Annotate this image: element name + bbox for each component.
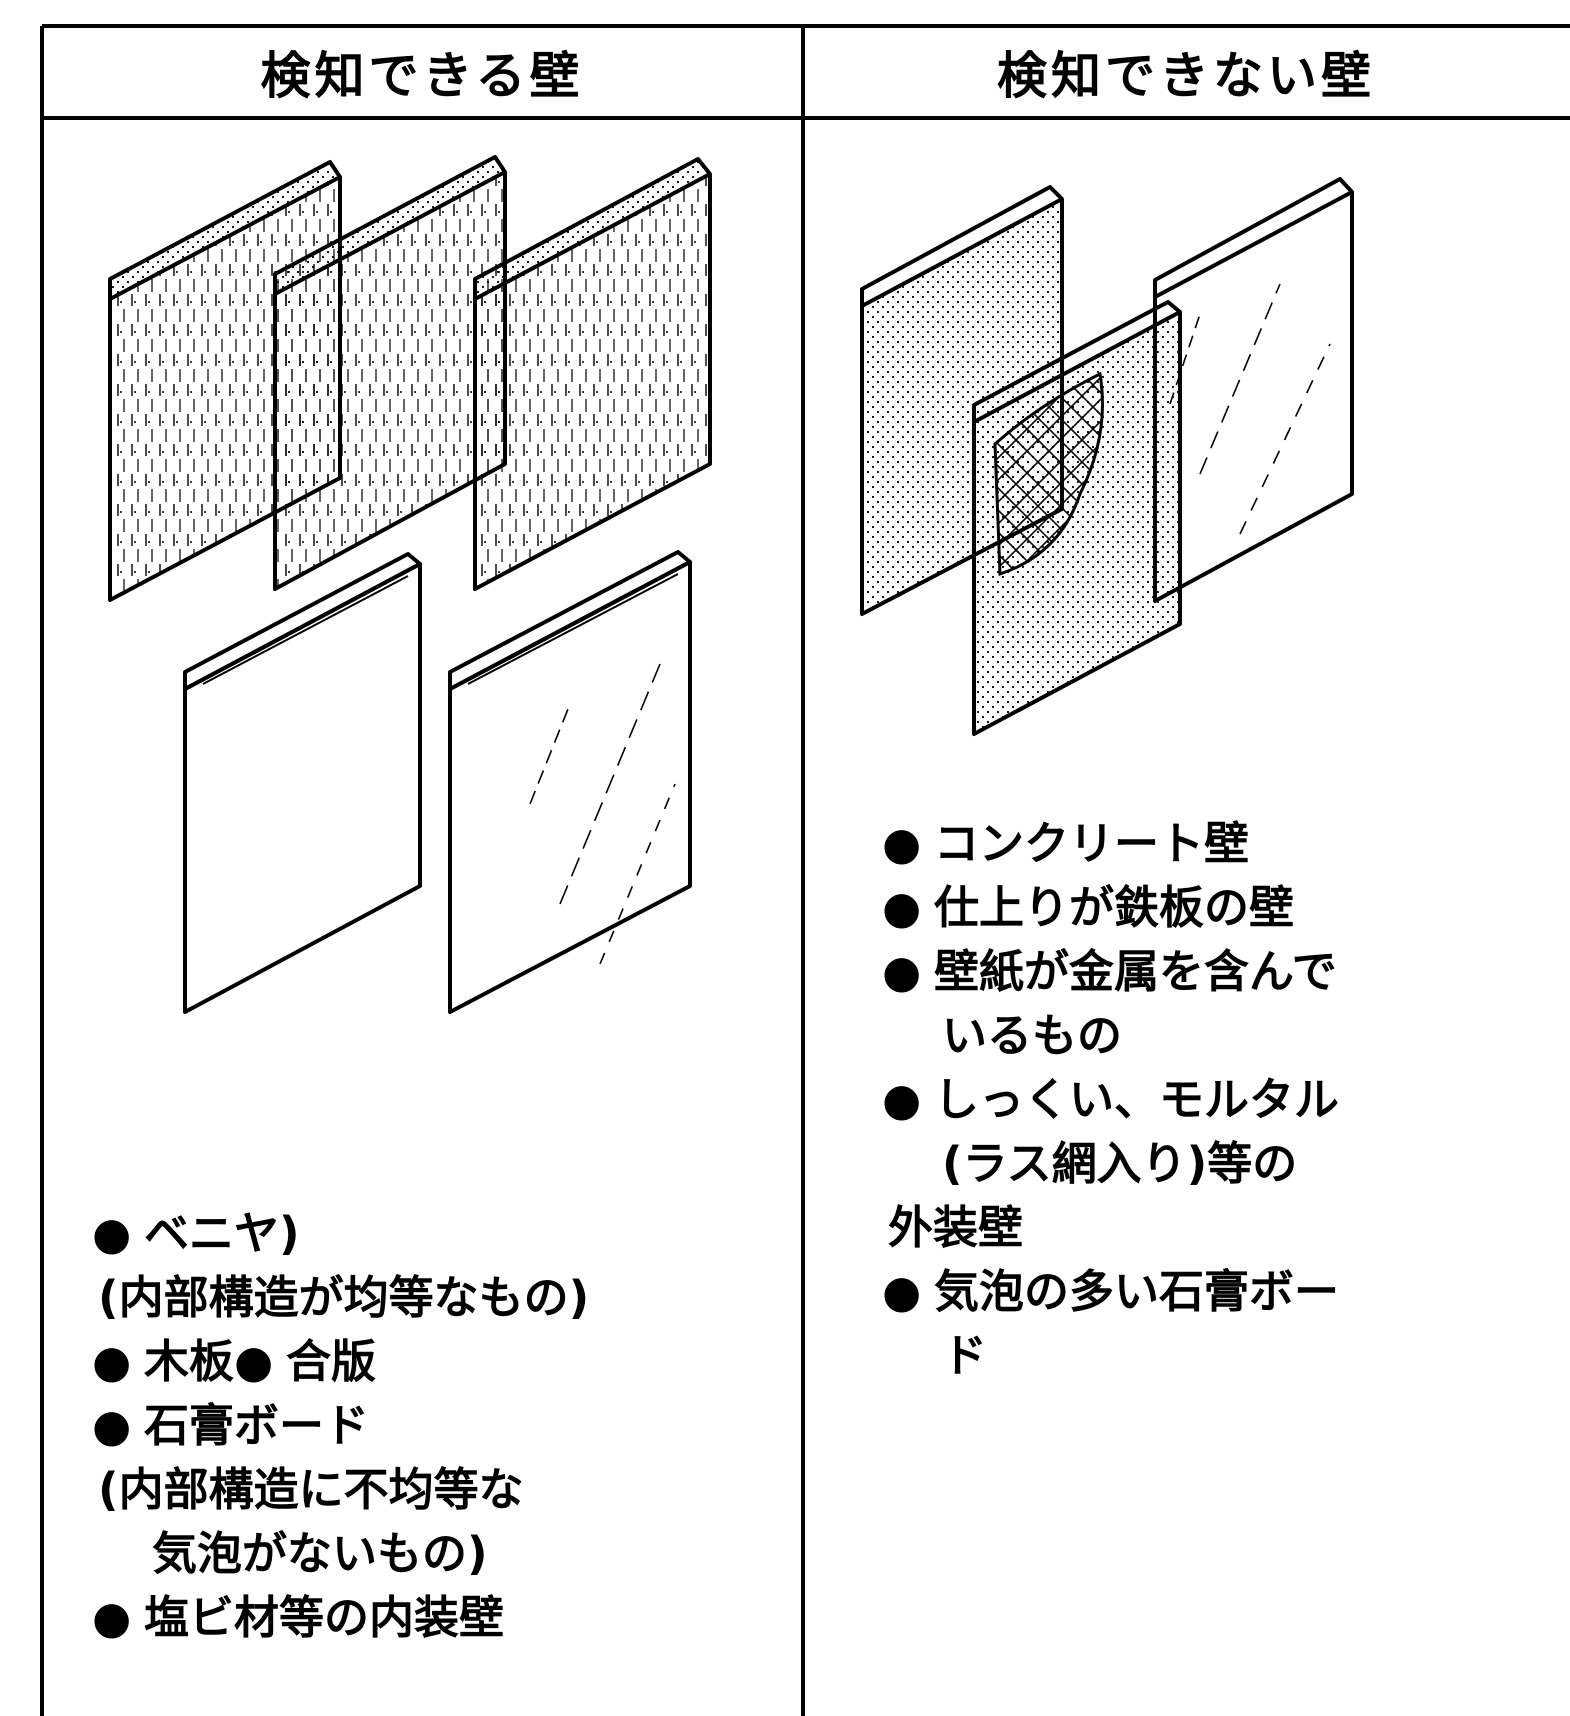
bullet-icon: ● bbox=[92, 1335, 132, 1388]
panel-steel bbox=[1153, 177, 1354, 603]
list-item-text: いるもの bbox=[942, 1009, 1123, 1062]
bullet-icon: ● bbox=[882, 817, 922, 870]
list-item-text: (内部構造に不均等な bbox=[98, 1463, 524, 1516]
list-item-text: しっくい、モルタル bbox=[934, 1073, 1340, 1126]
panel-plain-interior bbox=[183, 552, 422, 1014]
bullet-icon: ● bbox=[882, 1265, 922, 1318]
list-item: ●石膏ボード bbox=[92, 1394, 792, 1458]
list-item: (内部構造に不均等な bbox=[92, 1458, 792, 1522]
list-item-text: 合版 bbox=[286, 1335, 377, 1388]
list-item: ●塩ビ材等の内装壁 bbox=[92, 1586, 792, 1650]
detectable-walls-list: ●ベニヤ)(内部構造が均等なもの)●木板●合版●石膏ボード(内部構造に不均等な気… bbox=[92, 1202, 792, 1650]
list-item: ド bbox=[882, 1324, 1562, 1388]
list-item-text: ド bbox=[942, 1329, 988, 1382]
list-item: 外装壁 bbox=[882, 1196, 1562, 1260]
list-item-text: 気泡がないもの) bbox=[152, 1527, 488, 1580]
bullet-icon: ● bbox=[882, 1073, 922, 1126]
bullet-icon: ● bbox=[92, 1399, 132, 1452]
list-item: ●気泡の多い石膏ボー bbox=[882, 1260, 1562, 1324]
list-item: ●仕上りが鉄板の壁 bbox=[882, 876, 1562, 940]
list-item: 気泡がないもの) bbox=[92, 1522, 792, 1586]
list-item: ●コンクリート壁 bbox=[882, 812, 1562, 876]
bullet-icon: ● bbox=[234, 1335, 274, 1388]
undetectable-walls-list: ●コンクリート壁●仕上りが鉄板の壁●壁紙が金属を含んでいるもの●しっくい、モルタ… bbox=[882, 812, 1562, 1388]
header-undetectable: 検知できない壁 bbox=[997, 47, 1375, 105]
list-item-text: 外装壁 bbox=[888, 1201, 1024, 1254]
list-item: (ラス網入り)等の bbox=[882, 1132, 1562, 1196]
list-item: ●木板●合版 bbox=[92, 1330, 792, 1394]
table-frame bbox=[40, 24, 1570, 1716]
list-item-text: 壁紙が金属を含んで bbox=[934, 945, 1337, 998]
panel-mortar-lath bbox=[972, 300, 1182, 736]
header-detectable: 検知できる壁 bbox=[260, 47, 584, 105]
bullet-icon: ● bbox=[92, 1591, 132, 1644]
list-item-text: 石膏ボード bbox=[144, 1399, 370, 1452]
bullet-icon: ● bbox=[882, 945, 922, 998]
list-item-text: 塩ビ材等の内装壁 bbox=[144, 1591, 505, 1644]
list-item: (内部構造が均等なもの) bbox=[92, 1266, 792, 1330]
list-item-text: (内部構造が均等なもの) bbox=[98, 1271, 590, 1324]
list-item: ●ベニヤ) bbox=[92, 1202, 792, 1266]
bullet-icon: ● bbox=[92, 1207, 132, 1260]
list-item-text: 気泡の多い石膏ボー bbox=[934, 1265, 1340, 1318]
list-item: ●壁紙が金属を含んで bbox=[882, 940, 1562, 1004]
list-item-text: ベニヤ) bbox=[144, 1207, 300, 1260]
list-item: ●しっくい、モルタル bbox=[882, 1068, 1562, 1132]
bullet-icon: ● bbox=[882, 881, 922, 934]
list-item: いるもの bbox=[882, 1004, 1562, 1068]
list-item-text: コンクリート壁 bbox=[934, 817, 1250, 870]
undetectable-walls-illustration bbox=[860, 177, 1354, 736]
panel-pvc bbox=[448, 550, 692, 1014]
wall-detection-table: 検知できる壁 検知できない壁 bbox=[40, 24, 1570, 1716]
detectable-walls-illustration bbox=[108, 155, 712, 1014]
panel-wood-board bbox=[273, 155, 507, 591]
panel-gypsum-board bbox=[473, 157, 712, 591]
list-item-text: 仕上りが鉄板の壁 bbox=[934, 881, 1295, 934]
list-item-text: 木板 bbox=[144, 1335, 235, 1388]
list-item-text: (ラス網入り)等の bbox=[942, 1137, 1298, 1190]
